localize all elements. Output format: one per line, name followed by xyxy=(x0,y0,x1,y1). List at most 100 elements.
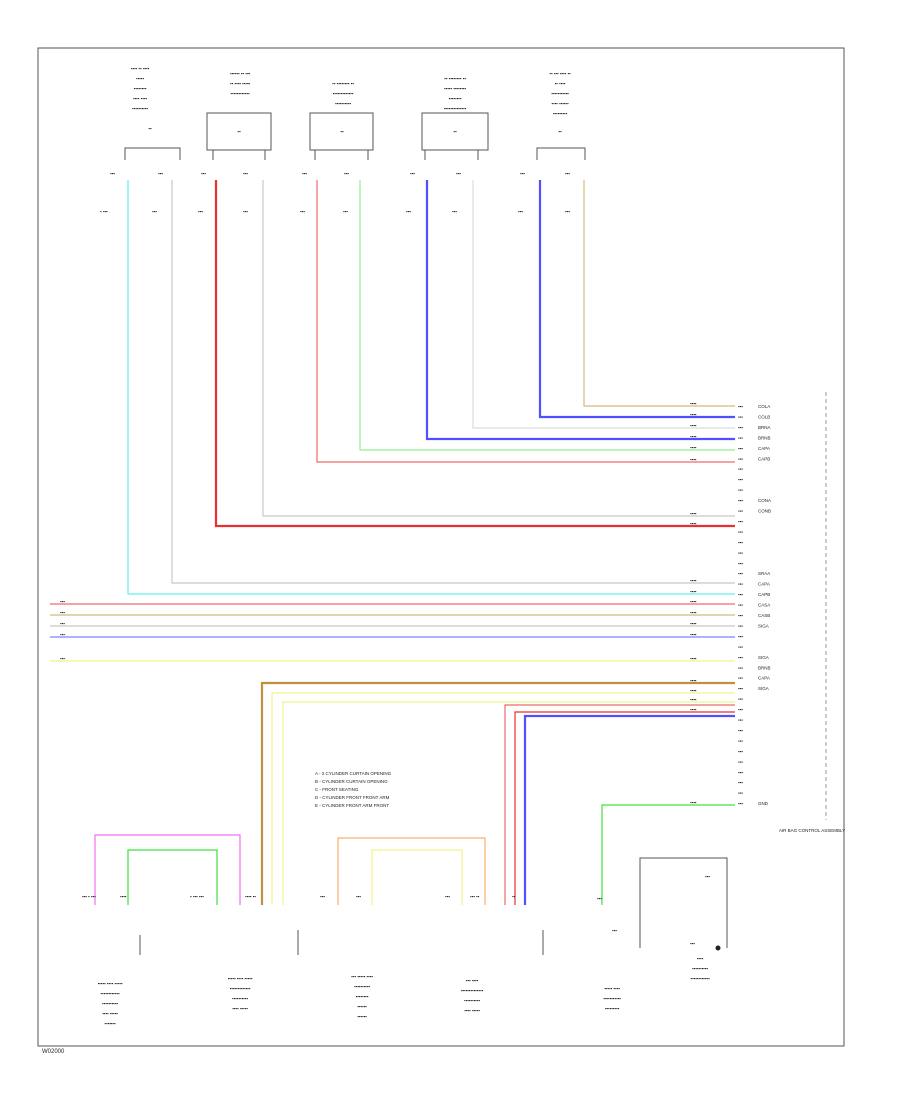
top-connector-3: ▪▪ ▪▪▪▪▪▪▪▪ ▪▪ ▪▪▪▪▪▪▪▪▪▪▪▪▪ ▪▪▪▪▪▪▪▪▪▪ … xyxy=(309,81,374,151)
harness-pin-23: ▪▪▪ xyxy=(738,634,743,639)
wire-tag-3: ▪▪▪▪ xyxy=(690,423,697,428)
top-connector-5-caption-4: ▪▪▪▪ ▪▪▪▪▪▪ xyxy=(551,101,569,106)
harness-pin-label-11: CONB xyxy=(758,509,771,514)
harness-pin-label-19: CAPB xyxy=(758,592,770,597)
sensor-bracket xyxy=(639,857,728,948)
wire-tag-19: ▪▪▪▪ xyxy=(690,707,697,712)
svg-text:▪▪▪▪▪ ▪▪▪▪: ▪▪▪▪▪ ▪▪▪▪ xyxy=(604,986,620,991)
harness-pin-12: ▪▪▪ xyxy=(738,519,743,524)
wire-tag-11: ▪▪▪▪ xyxy=(690,599,697,604)
harness-pin-label-17: SRAA xyxy=(758,571,770,576)
svg-text:▪▪▪: ▪▪▪ xyxy=(406,209,411,214)
wire-tag-10: ▪▪▪▪ xyxy=(690,589,697,594)
harness-pin-3: ▪▪▪ xyxy=(738,425,743,430)
harness-pin-label-20: CASA xyxy=(758,603,770,608)
wire-cyan xyxy=(127,180,735,595)
svg-text:▪▪▪▪ ▪▪: ▪▪▪▪ ▪▪ xyxy=(245,894,256,899)
loop-orange xyxy=(337,837,486,905)
harness-pin-label-27: CAPA xyxy=(758,676,770,681)
harness-pin-label-5: CAPA xyxy=(758,446,770,451)
wire-blue-1 xyxy=(425,180,735,441)
svg-text:▪▪▪▪▪▪▪▪▪▪: ▪▪▪▪▪▪▪▪▪▪ xyxy=(692,966,708,971)
harness-pin-27: ▪▪▪ xyxy=(738,676,743,681)
bracket-1 xyxy=(124,147,181,160)
svg-text:▪▪▪: ▪▪▪ xyxy=(410,171,415,176)
bottom-wires xyxy=(260,681,735,905)
top-connector-1-caption-4: ▪▪▪▪ ▪▪▪▪ xyxy=(133,96,147,101)
svg-text:▪▪▪: ▪▪▪ xyxy=(302,171,307,176)
bracket-5 xyxy=(536,147,586,160)
harness-pin-label-39: GND xyxy=(758,801,769,806)
wire-yellow-1 xyxy=(271,692,735,905)
top-connector-3-caption-3: ▪▪▪▪▪▪▪▪▪▪ xyxy=(335,101,351,106)
svg-text:▪▪▪ ▪▪▪▪▪ ▪▪▪▪: ▪▪▪ ▪▪▪▪▪ ▪▪▪▪ xyxy=(351,974,373,979)
svg-text:▪▪▪: ▪▪▪ xyxy=(152,209,157,214)
svg-text:▪▪▪▪ ▪▪▪▪▪: ▪▪▪▪ ▪▪▪▪▪ xyxy=(102,1011,118,1016)
harness-pin-8: ▪▪▪ xyxy=(738,477,743,482)
wire-tag-5: ▪▪▪▪ xyxy=(690,445,697,450)
harness-pin-38: ▪▪▪ xyxy=(738,791,743,796)
top-connector-5-caption-5: ▪▪▪▪▪▪▪▪▪ xyxy=(553,111,568,116)
top-connector-4-pin-ref: ▪▪ xyxy=(453,129,457,134)
wire-tag-17: ▪▪▪▪ xyxy=(690,688,697,693)
loop-pink xyxy=(94,834,241,905)
top-connector-1-pin-ref: ▪▪ xyxy=(148,126,152,131)
harness-pin-label-4: BRNB xyxy=(758,435,771,440)
svg-text:▪ ▪▪▪: ▪ ▪▪▪ xyxy=(100,209,108,214)
harness-pin-15: ▪▪▪ xyxy=(738,550,743,555)
wire-red-3 xyxy=(504,704,735,905)
harness-pin-37: ▪▪▪ xyxy=(738,780,743,785)
harness-pin-35: ▪▪▪ xyxy=(738,759,743,764)
svg-text:▪▪▪: ▪▪▪ xyxy=(320,894,325,899)
top-connector-2: ▪▪▪▪▪▪ ▪▪ ▪▪▪ ▪▪ ▪▪▪▪ ▪▪▪▪▪ ▪▪▪▪▪▪▪▪▪▪▪▪… xyxy=(206,71,272,151)
harness-pin-28: ▪▪▪ xyxy=(738,686,743,691)
harness-pin-31: ▪▪▪ xyxy=(738,718,743,723)
wire-bright-green xyxy=(601,804,735,905)
left-wire-tag-1: ▪▪▪ xyxy=(60,599,65,604)
svg-text:▪▪▪: ▪▪▪ xyxy=(456,171,461,176)
harness-pin-10: ▪▪▪ xyxy=(738,498,743,503)
harness-pin-19: ▪▪▪ xyxy=(738,592,743,597)
wire-tag-9: ▪▪▪▪ xyxy=(690,578,697,583)
wire-tag-4: ▪▪▪▪ xyxy=(690,434,697,439)
svg-text:▪▪▪ ▪▪: ▪▪▪ ▪▪ xyxy=(470,894,480,899)
top-connector-5-caption-3: ▪▪▪▪▪▪▪▪▪▪▪ xyxy=(551,91,569,96)
harness-pin-6: ▪▪▪ xyxy=(738,456,743,461)
svg-text:▪▪▪▪: ▪▪▪▪ xyxy=(697,956,704,961)
svg-text:▪▪▪▪▪▪▪▪▪▪▪▪: ▪▪▪▪▪▪▪▪▪▪▪▪ xyxy=(690,976,710,981)
top-connector-1-caption-2: ▪▪▪▪▪ xyxy=(136,76,144,81)
wire-green-1 xyxy=(359,180,735,451)
harness-pin-16: ▪▪▪ xyxy=(738,561,743,566)
harness-pin-label-2: COLB xyxy=(758,414,770,419)
svg-text:▪▪: ▪▪ xyxy=(512,894,516,899)
top-connector-1-caption-3: ▪▪▪▪▪▪▪▪ xyxy=(134,86,147,91)
wire-blue-3 xyxy=(523,714,735,905)
svg-text:▪▪▪▪▪▪: ▪▪▪▪▪▪ xyxy=(357,1004,367,1009)
wire-tag-12: ▪▪▪▪ xyxy=(690,610,697,615)
bottom-sensor: ▪▪▪ ▪▪▪ ▪▪▪ ▪▪▪ xyxy=(597,857,728,951)
wire-tan-1 xyxy=(583,180,735,407)
top-connectors: ▪▪▪▪ ▪▪ ▪▪▪▪ ▪▪▪▪▪ ▪▪▪▪▪▪▪▪ ▪▪▪▪ ▪▪▪▪ ▪▪… xyxy=(131,66,571,151)
wire-gray-2 xyxy=(262,180,735,517)
harness-pin-label-21: CASB xyxy=(758,613,770,618)
harness-pin-29: ▪▪▪ xyxy=(738,697,743,702)
svg-text:▪ ▪▪▪ ▪▪▪: ▪ ▪▪▪ ▪▪▪ xyxy=(190,894,204,899)
harness-pin-20: ▪▪▪ xyxy=(738,603,743,608)
svg-text:▪▪▪: ▪▪▪ xyxy=(198,209,203,214)
wire-yellow-2 xyxy=(282,701,735,905)
svg-text:▪▪▪▪▪▪▪▪▪▪: ▪▪▪▪▪▪▪▪▪▪ xyxy=(102,1001,118,1006)
harness-pin-label-6: CAPB xyxy=(758,456,770,461)
harness-pin-32: ▪▪▪ xyxy=(738,728,743,733)
svg-text:▪▪▪: ▪▪▪ xyxy=(520,171,525,176)
harness-pin-39: ▪▪▪ xyxy=(738,801,743,806)
wire-tag-18: ▪▪▪▪ xyxy=(690,697,697,702)
harness-pin-36: ▪▪▪ xyxy=(738,770,743,775)
harness-pin-1: ▪▪▪ xyxy=(738,404,743,409)
top-connector-5-caption: ▪▪ ▪▪▪ ▪▪▪▪ ▪▪ xyxy=(549,71,571,76)
wire-red-4 xyxy=(514,711,735,905)
wire-gray-1 xyxy=(171,180,735,584)
harness-pin-25: ▪▪▪ xyxy=(738,655,743,660)
svg-text:▪▪▪▪▪▪▪▪▪▪: ▪▪▪▪▪▪▪▪▪▪ xyxy=(464,998,480,1003)
